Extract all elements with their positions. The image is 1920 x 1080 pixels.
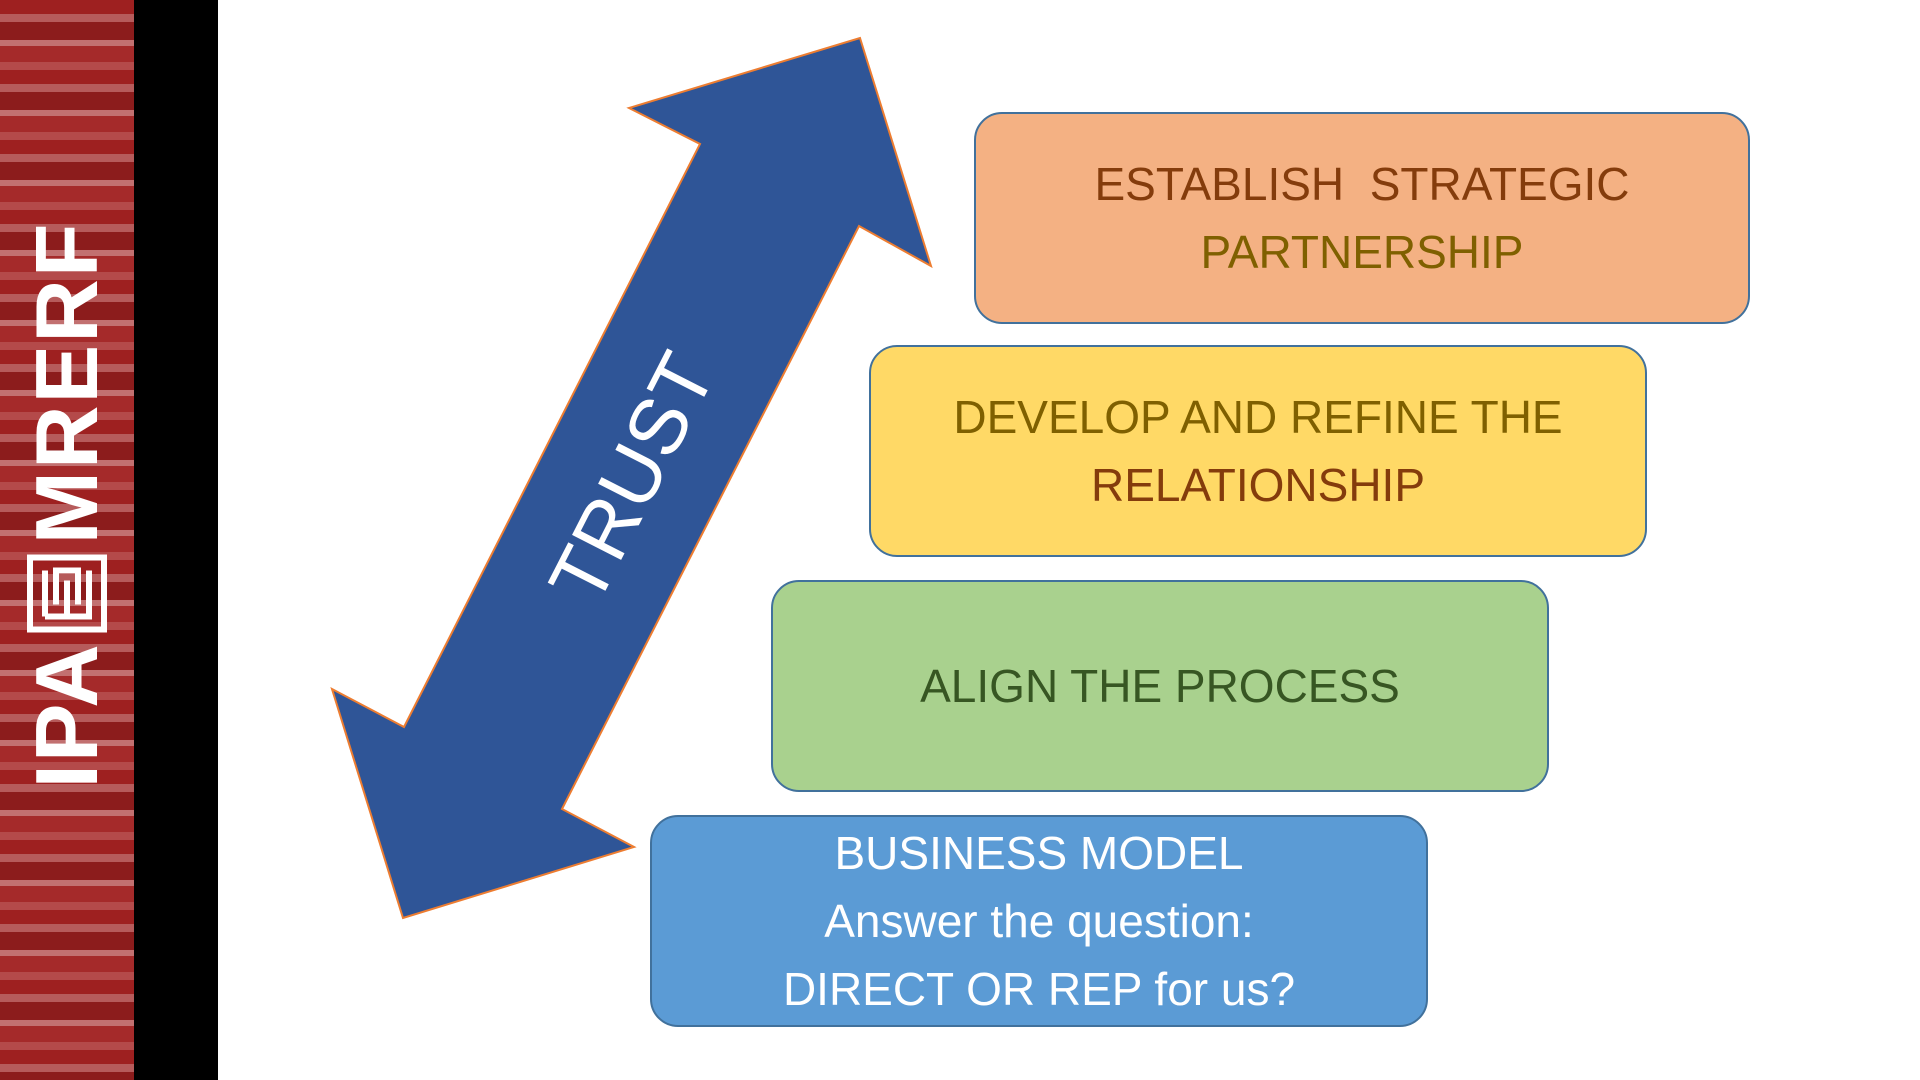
ipa-mrerf-logo-mark-icon xyxy=(27,554,107,633)
brand-logo: IPA MRERF xyxy=(17,221,116,788)
step-line: DIRECT OR REP for us? xyxy=(782,963,1296,1015)
step-line: ALIGN THE PROCESS xyxy=(920,660,1400,712)
step-line: DEVELOP AND REFINE THE xyxy=(953,391,1563,443)
step-align-process: ALIGN THE PROCESS xyxy=(771,580,1549,792)
step-line: PARTNERSHIP xyxy=(1200,226,1524,278)
step-establish-partnership: ESTABLISH STRATEGIC PARTNERSHIP xyxy=(974,112,1750,324)
brand-black-bar xyxy=(134,0,218,1080)
step-business-model: BUSINESS MODEL Answer the question: DIRE… xyxy=(650,815,1428,1027)
step-line: RELATIONSHIP xyxy=(1091,459,1425,511)
step-line: BUSINESS MODEL xyxy=(834,827,1244,879)
step-line: ESTABLISH STRATEGIC xyxy=(1094,158,1630,210)
double-headed-arrow-icon xyxy=(330,36,933,920)
step-line: Answer the question: xyxy=(824,895,1254,947)
step-develop-relationship: DEVELOP AND REFINE THE RELATIONSHIP xyxy=(869,345,1647,557)
brand-strip: IPA MRERF xyxy=(0,0,134,1080)
